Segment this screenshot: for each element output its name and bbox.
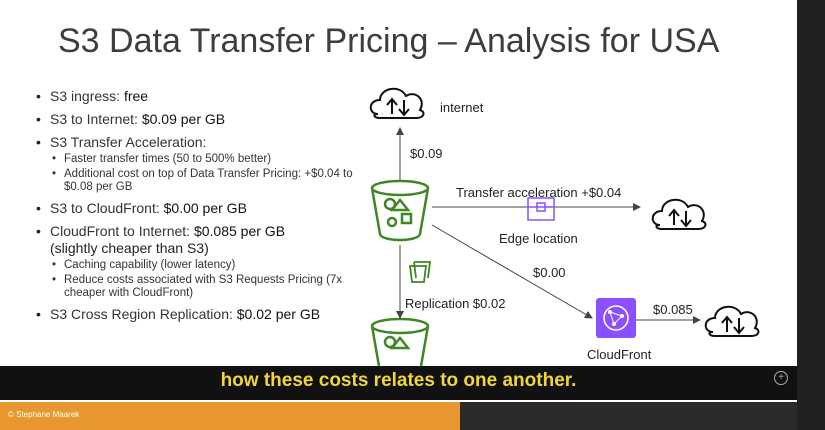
cloudfront-label: CloudFront <box>587 347 652 362</box>
bullet-list: S3 ingress: free S3 to Internet: $0.09 p… <box>36 88 356 329</box>
line-s3-cloudfront <box>431 224 593 319</box>
bullet-label: S3 Cross Region Replication: <box>50 306 237 322</box>
right-edge-panel <box>797 0 825 430</box>
slide-title: S3 Data Transfer Pricing – Analysis for … <box>58 22 720 60</box>
bullet-replication: S3 Cross Region Replication: $0.02 per G… <box>36 306 356 323</box>
bullet-value: free <box>123 88 149 104</box>
bullet-value: $0.09 per GB <box>141 111 226 127</box>
copyright-text: © Stephane Maarek <box>8 410 80 419</box>
price-cf-internet: $0.085 <box>653 302 693 317</box>
bullet-value: $0.085 per GB <box>193 223 286 239</box>
accel-sublist: Faster transfer times (50 to 500% better… <box>50 153 356 194</box>
transfer-accel-label: Transfer acceleration +$0.04 <box>456 185 622 200</box>
pricing-diagram <box>369 87 760 380</box>
internet-cloud-cf-icon <box>704 305 760 337</box>
internet-cloud-icon <box>369 87 425 119</box>
sub-item: Reduce costs associated with S3 Requests… <box>50 274 356 300</box>
bullet-value: $0.00 per GB <box>163 200 247 216</box>
slide: S3 Data Transfer Pricing – Analysis for … <box>0 0 797 430</box>
bullet-s3-cf: S3 to CloudFront: $0.00 per GB <box>36 200 356 217</box>
sub-item: Additional cost on top of Data Transfer … <box>50 168 356 194</box>
sub-item: Caching capability (lower latency) <box>50 259 356 272</box>
bullet-ingress: S3 ingress: free <box>36 88 356 105</box>
replication-label: Replication $0.02 <box>405 296 506 311</box>
footer-dark-segment <box>460 402 797 430</box>
bullet-note: (slightly cheaper than S3) <box>50 240 209 256</box>
bullet-cf-internet: CloudFront to Internet: $0.085 per GB(sl… <box>36 223 356 300</box>
bullet-label: S3 ingress: <box>50 88 124 104</box>
internet-cloud-edge-icon <box>651 198 707 230</box>
s3-bucket-icon <box>370 179 430 242</box>
replication-icon <box>408 261 432 283</box>
add-icon[interactable]: + <box>774 371 788 385</box>
price-s3-internet: $0.09 <box>410 146 443 161</box>
bullet-value: $0.02 per GB <box>236 306 321 322</box>
sub-item: Faster transfer times (50 to 500% better… <box>50 153 356 166</box>
bullet-label: CloudFront to Internet: <box>50 223 194 239</box>
price-s3-cloudfront: $0.00 <box>533 265 566 280</box>
internet-label: internet <box>440 100 484 115</box>
caption-text: how these costs relates to one another. <box>220 370 577 391</box>
edge-location-label: Edge location <box>499 231 578 246</box>
bullet-accel: S3 Transfer Acceleration: Faster transfe… <box>36 134 356 194</box>
bullet-label: S3 Transfer Acceleration: <box>50 134 207 150</box>
bullet-label: S3 to CloudFront: <box>50 200 164 216</box>
cf-sublist: Caching capability (lower latency) Reduc… <box>50 259 356 300</box>
cloudfront-icon <box>596 298 636 338</box>
caption-bar <box>0 366 797 400</box>
edge-location-icon <box>527 197 555 221</box>
bullet-label: S3 to Internet: <box>50 111 142 127</box>
bullet-s3-internet: S3 to Internet: $0.09 per GB <box>36 111 356 128</box>
